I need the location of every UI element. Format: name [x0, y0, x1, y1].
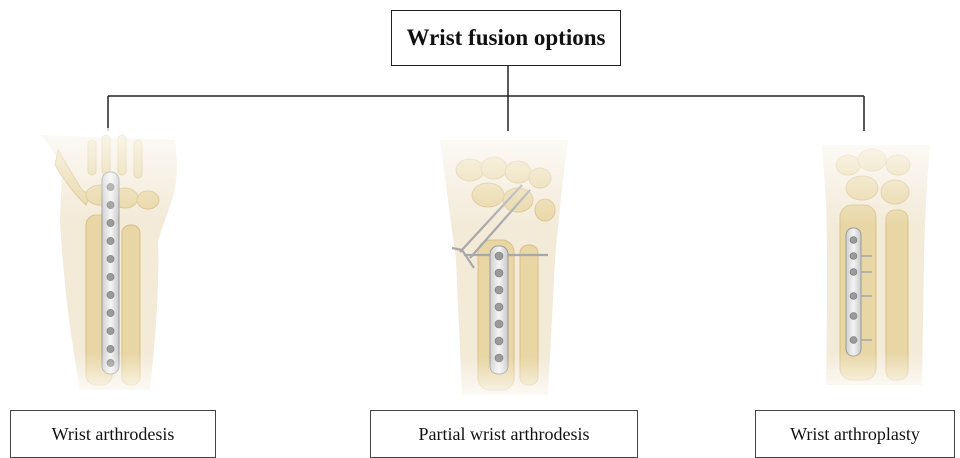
option-partial-wrist-arthrodesis: Partial wrist arthrodesis — [370, 410, 638, 458]
option-wrist-arthrodesis: Wrist arthrodesis — [10, 410, 216, 458]
option-wrist-arthroplasty: Wrist arthroplasty — [755, 410, 955, 458]
option-label: Wrist arthroplasty — [790, 424, 920, 445]
option-label: Partial wrist arthrodesis — [419, 424, 590, 445]
option-label: Wrist arthrodesis — [52, 424, 175, 445]
